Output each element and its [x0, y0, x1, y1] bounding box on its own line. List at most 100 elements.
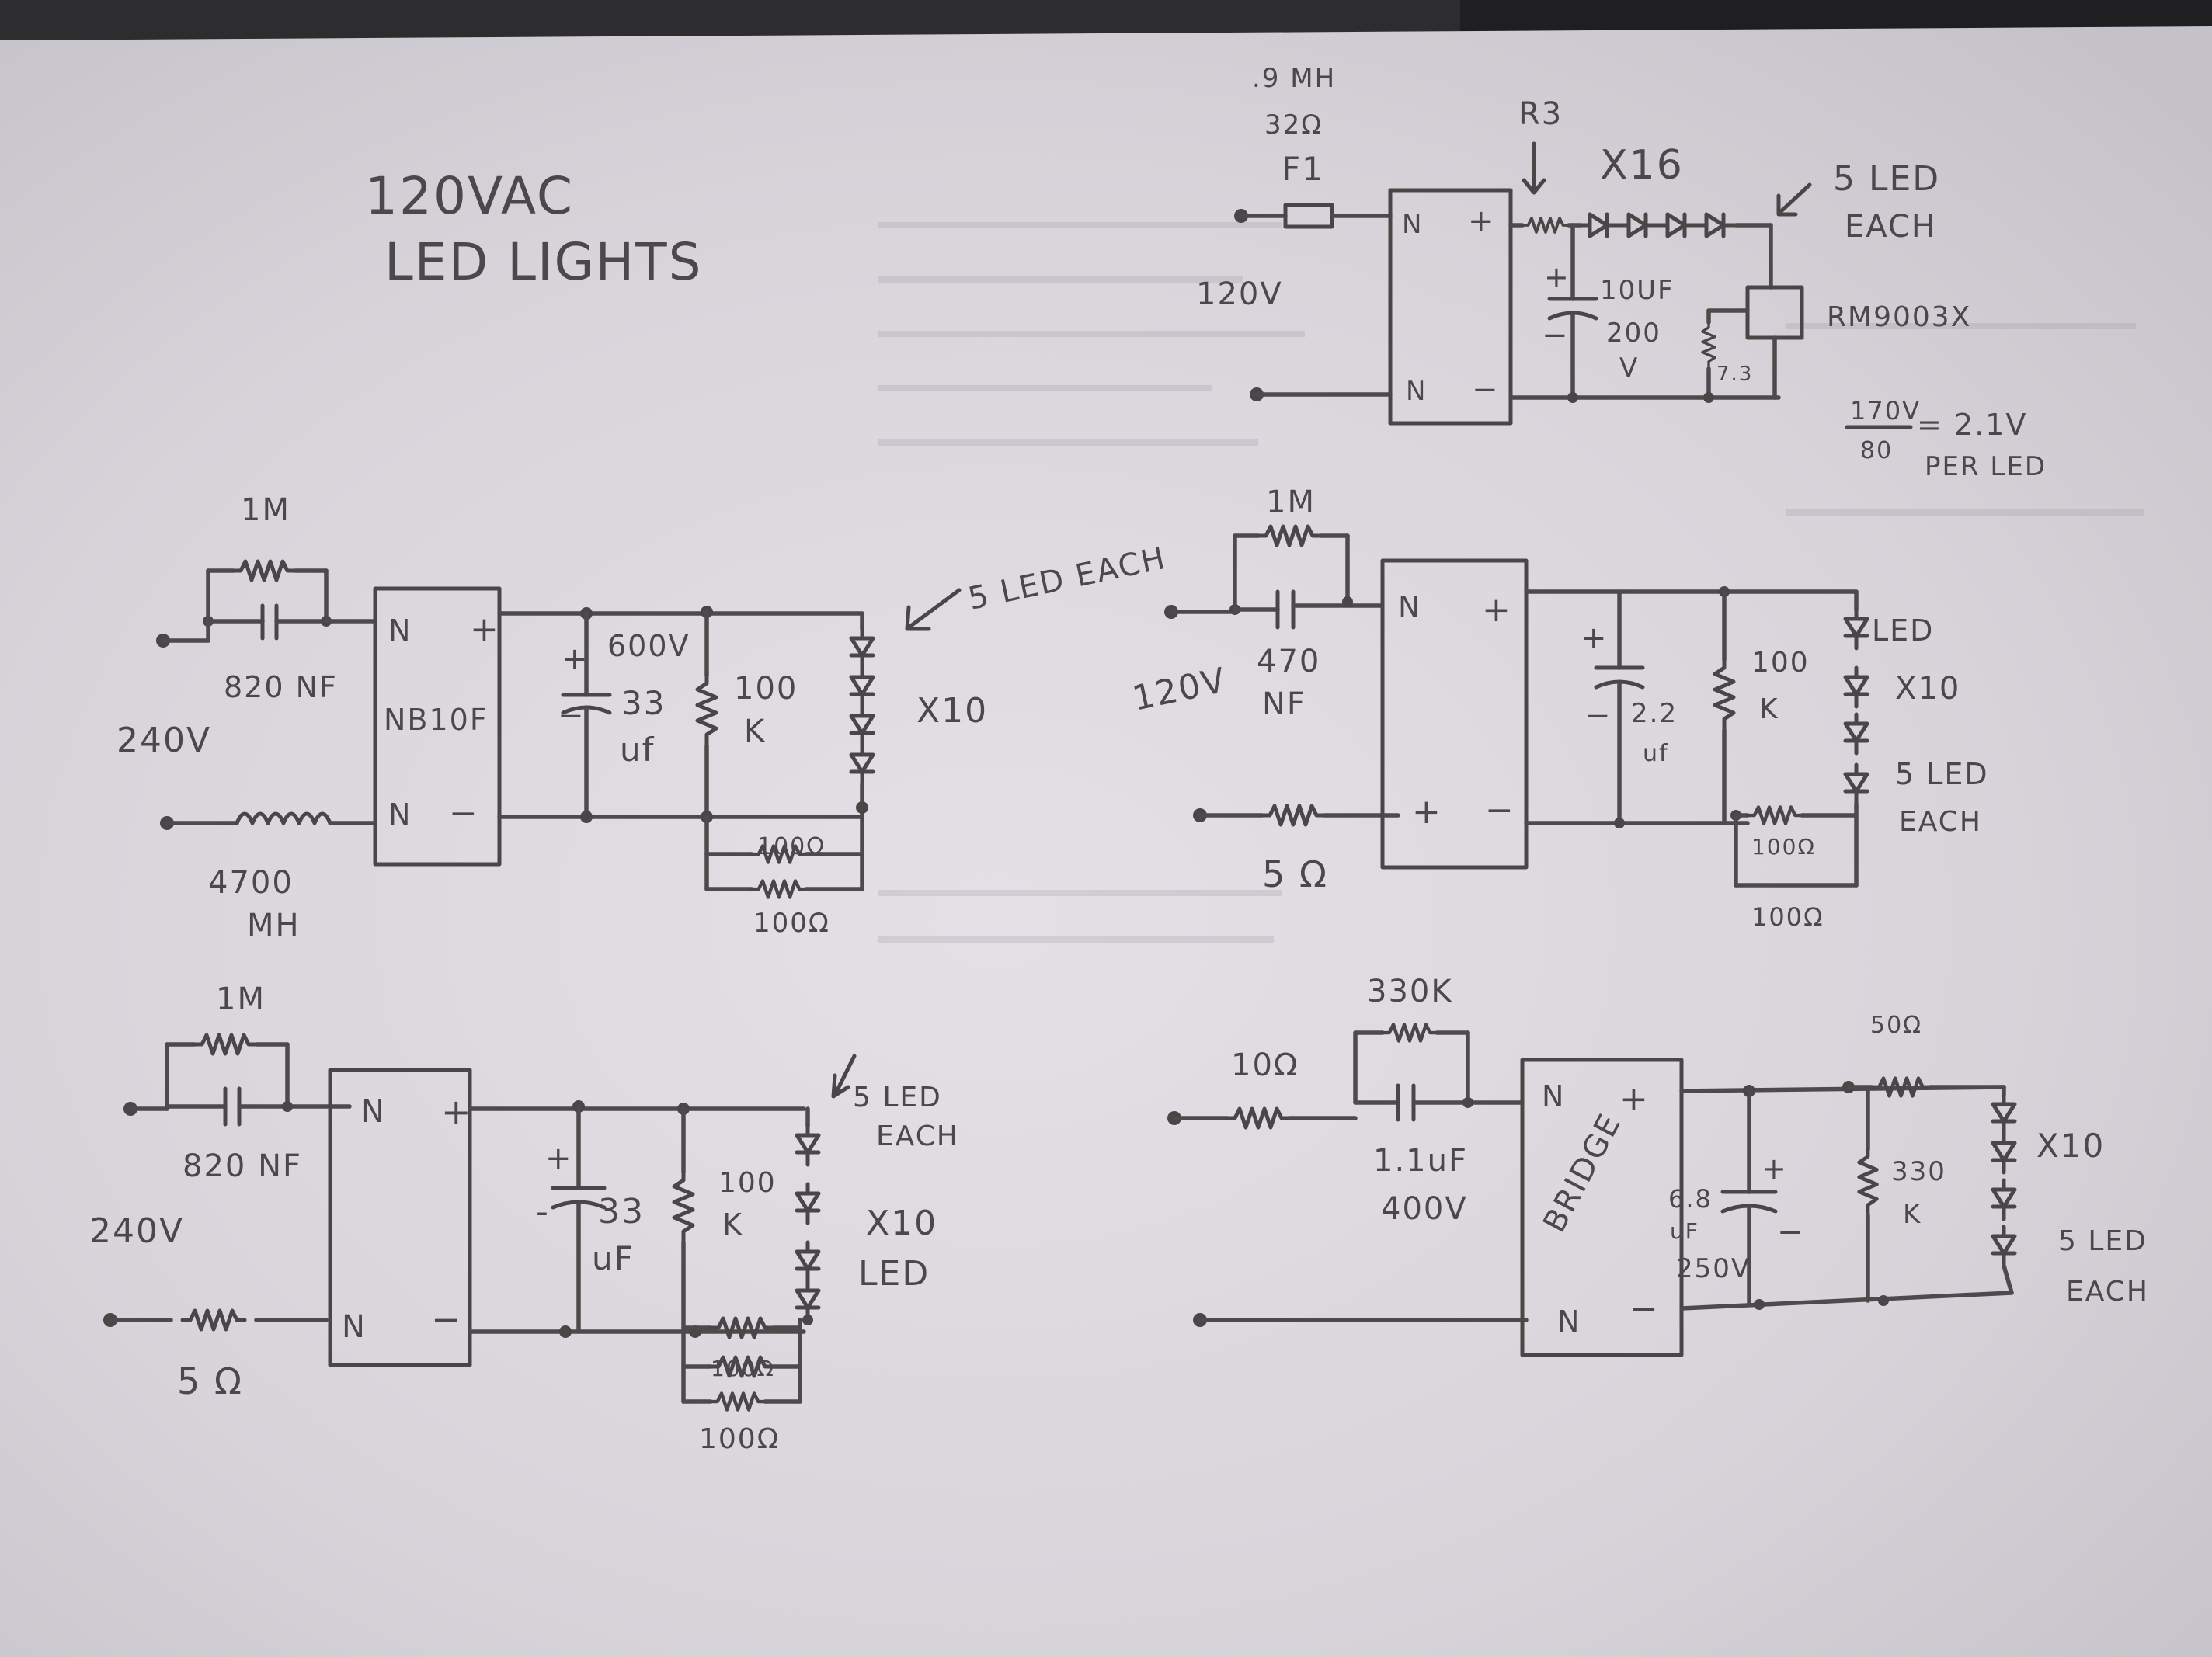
title-line-1: 120VAC [365, 166, 574, 226]
circuit-mid-right: N + − + 1M 470 NF 120V [1129, 485, 1989, 932]
arrow-led-note [831, 1054, 857, 1099]
label-cap-plus: + [562, 641, 590, 677]
bridge-rectifier-nb10f [373, 586, 502, 867]
bridge-minus: − [1485, 790, 1515, 830]
label-cap-plus: + [1544, 260, 1570, 294]
label-shunt-1: 100Ω [1751, 834, 1816, 860]
label-multiplier: X10 [916, 691, 988, 731]
label-cap-series-1: 1.1uF [1373, 1143, 1468, 1179]
bridge-rectifier [1380, 558, 1529, 870]
bridge-part-label: NB10F [384, 703, 489, 737]
label-cap-voltage-1: 200 [1606, 318, 1661, 349]
label-resistance: 32Ω [1264, 109, 1323, 141]
label-cap-series-2: 400V [1381, 1191, 1468, 1227]
label-led-note-2: EACH [876, 1120, 959, 1152]
bridge-minus: − [431, 1298, 463, 1340]
arrow-led-note [1776, 182, 1812, 217]
label-sense-resistor: 7.3 [1716, 363, 1753, 386]
label-led-note-2: EACH [1845, 209, 1936, 245]
circuit-top-right: N N + − .9 MH 32Ω F1 R3 X16 [1196, 63, 2047, 482]
bridge-ac-bottom: N [1557, 1304, 1581, 1339]
label-led-note-2: EACH [1899, 806, 1982, 838]
label-series-resistor: 5 Ω [1262, 853, 1328, 895]
label-bleeder-2: K [1903, 1199, 1922, 1230]
label-cap-minus: − [558, 698, 586, 734]
label-led-note-2: EACH [2066, 1276, 2149, 1308]
label-calc-result: = 2.1V [1917, 408, 2027, 442]
label-cap-value-1: 6.8 [1668, 1184, 1713, 1214]
label-calc-note: PER LED [1925, 451, 2047, 482]
label-bleeder-1: 330 [1891, 1156, 1946, 1187]
bridge-plus: + [1468, 203, 1496, 239]
bridge-ac-bottom: N [388, 797, 412, 832]
bridge-minus: − [449, 794, 479, 833]
bridge-ac-bottom: N [1406, 376, 1427, 407]
label-cap-minus: − [1584, 698, 1612, 734]
label-series-resistor: 5 Ω [177, 1360, 243, 1402]
bridge-ac-bottom: N [342, 1309, 367, 1345]
paper-sheet [0, 26, 2212, 1657]
label-r3: R3 [1518, 96, 1563, 132]
bridge-ac-top: N [1402, 209, 1423, 240]
label-multiplier: X10 [866, 1204, 937, 1243]
label-multiplier: X16 [1600, 142, 1684, 189]
label-bleeder-2: K [722, 1207, 743, 1242]
label-bleeder-1: 100 [718, 1167, 777, 1199]
bridge-rectifier [328, 1068, 472, 1367]
label-cap-voltage-2: V [1619, 353, 1639, 384]
bridge-minus: − [1629, 1289, 1660, 1329]
label-input-voltage: 240V [117, 721, 211, 760]
label-led-resistor: 50Ω [1870, 1012, 1922, 1039]
bridge-ac-top: N [1398, 590, 1421, 624]
label-series-resistor: 10Ω [1231, 1047, 1299, 1083]
label-input-voltage: 240V [89, 1211, 184, 1251]
arrow-r3 [1522, 141, 1546, 195]
label-cap-value-1: 2.2 [1631, 698, 1678, 729]
label-cap-plus: + [545, 1141, 573, 1176]
label-cap-value-2: uF [1670, 1218, 1699, 1244]
label-cap-value-2: uf [620, 731, 655, 769]
label-cap-series-2: NF [1262, 686, 1306, 722]
label-led: LED [1872, 613, 1934, 648]
arrow-led-note [905, 588, 962, 631]
label-resistor-top: 330K [1367, 974, 1453, 1009]
label-led-note-1: 5 LED [853, 1082, 942, 1113]
title-line-2: LED LIGHTS [384, 232, 703, 292]
label-cap-value-1: 33 [621, 684, 666, 722]
circuit-bottom-left: N N + − [89, 981, 959, 1455]
label-resistor-top: 1M [1266, 485, 1316, 520]
label-inductor-unit: MH [247, 908, 301, 943]
label-shunt-2: 100Ω [699, 1423, 780, 1455]
label-cap-minus: − [1542, 318, 1570, 353]
label-fuse: F1 [1282, 150, 1324, 188]
label-input-voltage: 120V [1196, 276, 1283, 312]
label-shunt-2: 100Ω [1751, 902, 1824, 932]
label-bleeder-2: K [744, 714, 766, 749]
label-cap-value-1: 33 [598, 1192, 645, 1231]
label-bleeder-1: 100 [1751, 647, 1810, 679]
label-shunt-1: 100Ω [757, 833, 826, 860]
label-cap-plus: + [1762, 1152, 1788, 1186]
label-bleeder-2: K [1759, 693, 1779, 725]
label-shunt-1: 100Ω [711, 1356, 775, 1381]
label-led-note-1: 5 LED [1895, 757, 1989, 791]
label-cap-value-2: uF [592, 1239, 635, 1277]
label-resistor-top: 1M [216, 981, 266, 1017]
label-multiplier: X10 [2036, 1127, 2105, 1165]
bridge-ac-top: N [388, 613, 412, 648]
label-cap-series: 820 NF [224, 670, 338, 704]
label-inductor: .9 MH [1252, 63, 1336, 94]
label-bleeder-1: 100 [734, 671, 798, 707]
label-resistor-top: 1M [241, 492, 290, 528]
label-led-note-1: 5 LED [2058, 1225, 2148, 1257]
bridge-bottom-left: + [1412, 792, 1442, 832]
label-led: LED [858, 1254, 930, 1294]
label-cap-series: 820 NF [183, 1148, 302, 1184]
label-cap-series-1: 470 [1257, 644, 1320, 679]
bridge-minus: − [1472, 372, 1500, 408]
label-shunt-2: 100Ω [753, 908, 830, 939]
bridge-plus: + [470, 610, 500, 649]
label-cap-minus: − [1777, 1214, 1805, 1250]
label-cap-minus: - [536, 1192, 550, 1231]
